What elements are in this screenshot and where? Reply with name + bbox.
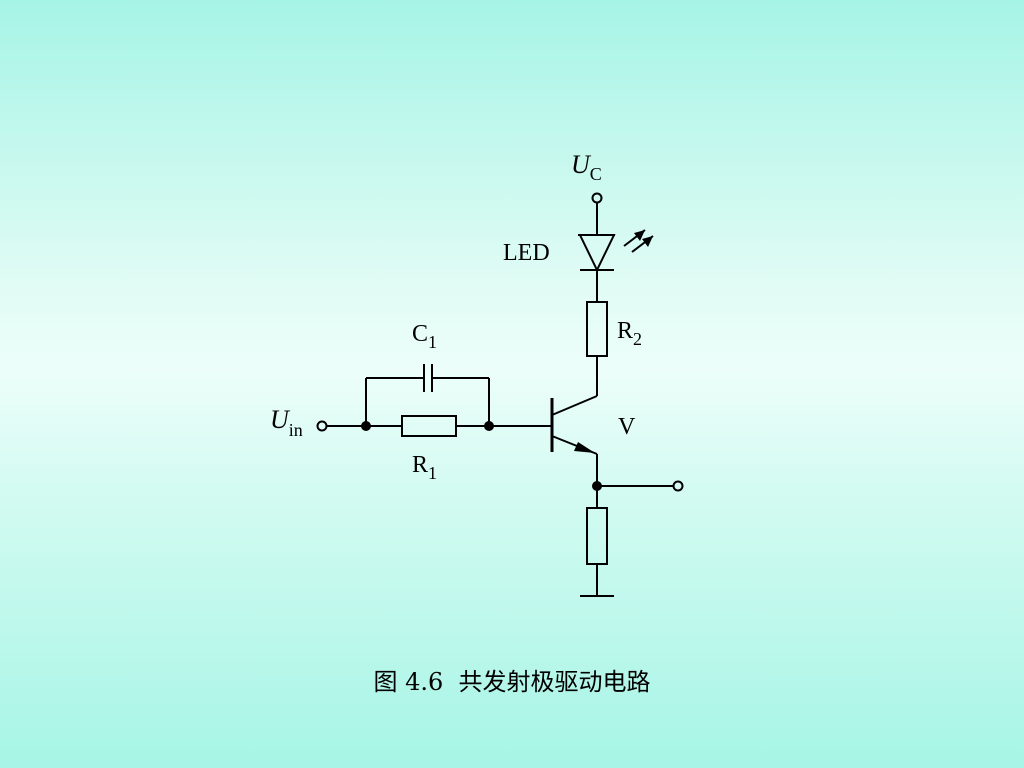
figure-caption: 图 4.6 共发射极驱动电路: [373, 668, 651, 696]
r1-label: R1: [412, 452, 437, 483]
r2-resistor: [586, 301, 608, 357]
emitter-resistor: [586, 507, 608, 565]
c1-capacitor: [423, 364, 433, 392]
transistor-label: V: [618, 414, 636, 440]
c1-label: C1: [412, 321, 437, 352]
transistor-symbol: [550, 395, 598, 455]
input-terminal: [316, 420, 328, 432]
led-emission-arrows-icon: [623, 229, 654, 253]
supply-label: UC: [571, 150, 602, 184]
r1-resistor: [401, 415, 457, 437]
r2-label: R2: [617, 318, 642, 349]
output-terminal: [672, 480, 684, 492]
supply-terminal: [591, 192, 603, 204]
led-symbol: [578, 234, 616, 273]
led-label: LED: [503, 240, 550, 266]
input-label: Uin: [270, 405, 303, 440]
